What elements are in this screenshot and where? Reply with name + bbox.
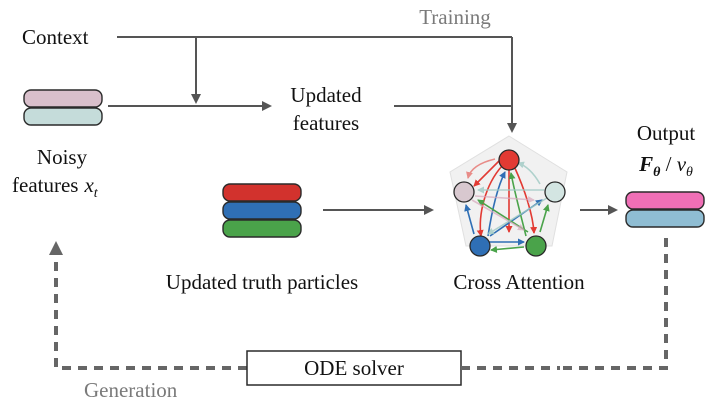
- context-arrow: [117, 36, 517, 133]
- context-label: Context: [22, 25, 89, 49]
- ode-solver-label: ODE solver: [304, 356, 404, 380]
- attention-node-red: [498, 149, 520, 171]
- training-label: Training: [419, 5, 491, 29]
- updated-features-line2: features: [293, 111, 359, 135]
- output-title: Output: [637, 121, 696, 145]
- generation-label: Generation: [84, 378, 178, 402]
- updated-features-line1: Updated: [290, 83, 362, 107]
- attention-node-blue: [469, 235, 491, 257]
- noisy-features-line1: Noisy: [37, 145, 88, 169]
- attention-node-pink: [453, 181, 475, 203]
- output-symbol: Fθ / vθ: [638, 152, 693, 180]
- generation-path: [49, 238, 668, 370]
- cross-attention-label: Cross Attention: [453, 270, 585, 294]
- truth-particles-label: Updated truth particles: [166, 270, 358, 294]
- output-icon: [625, 191, 705, 228]
- ode-solver-box: ODE solver: [246, 350, 462, 386]
- truth-particles-icon: [222, 183, 302, 238]
- cross-attention-graph: [449, 135, 568, 257]
- noisy-features-icon: [23, 89, 103, 126]
- attention-node-cyan: [544, 181, 566, 203]
- attention-node-green: [525, 235, 547, 257]
